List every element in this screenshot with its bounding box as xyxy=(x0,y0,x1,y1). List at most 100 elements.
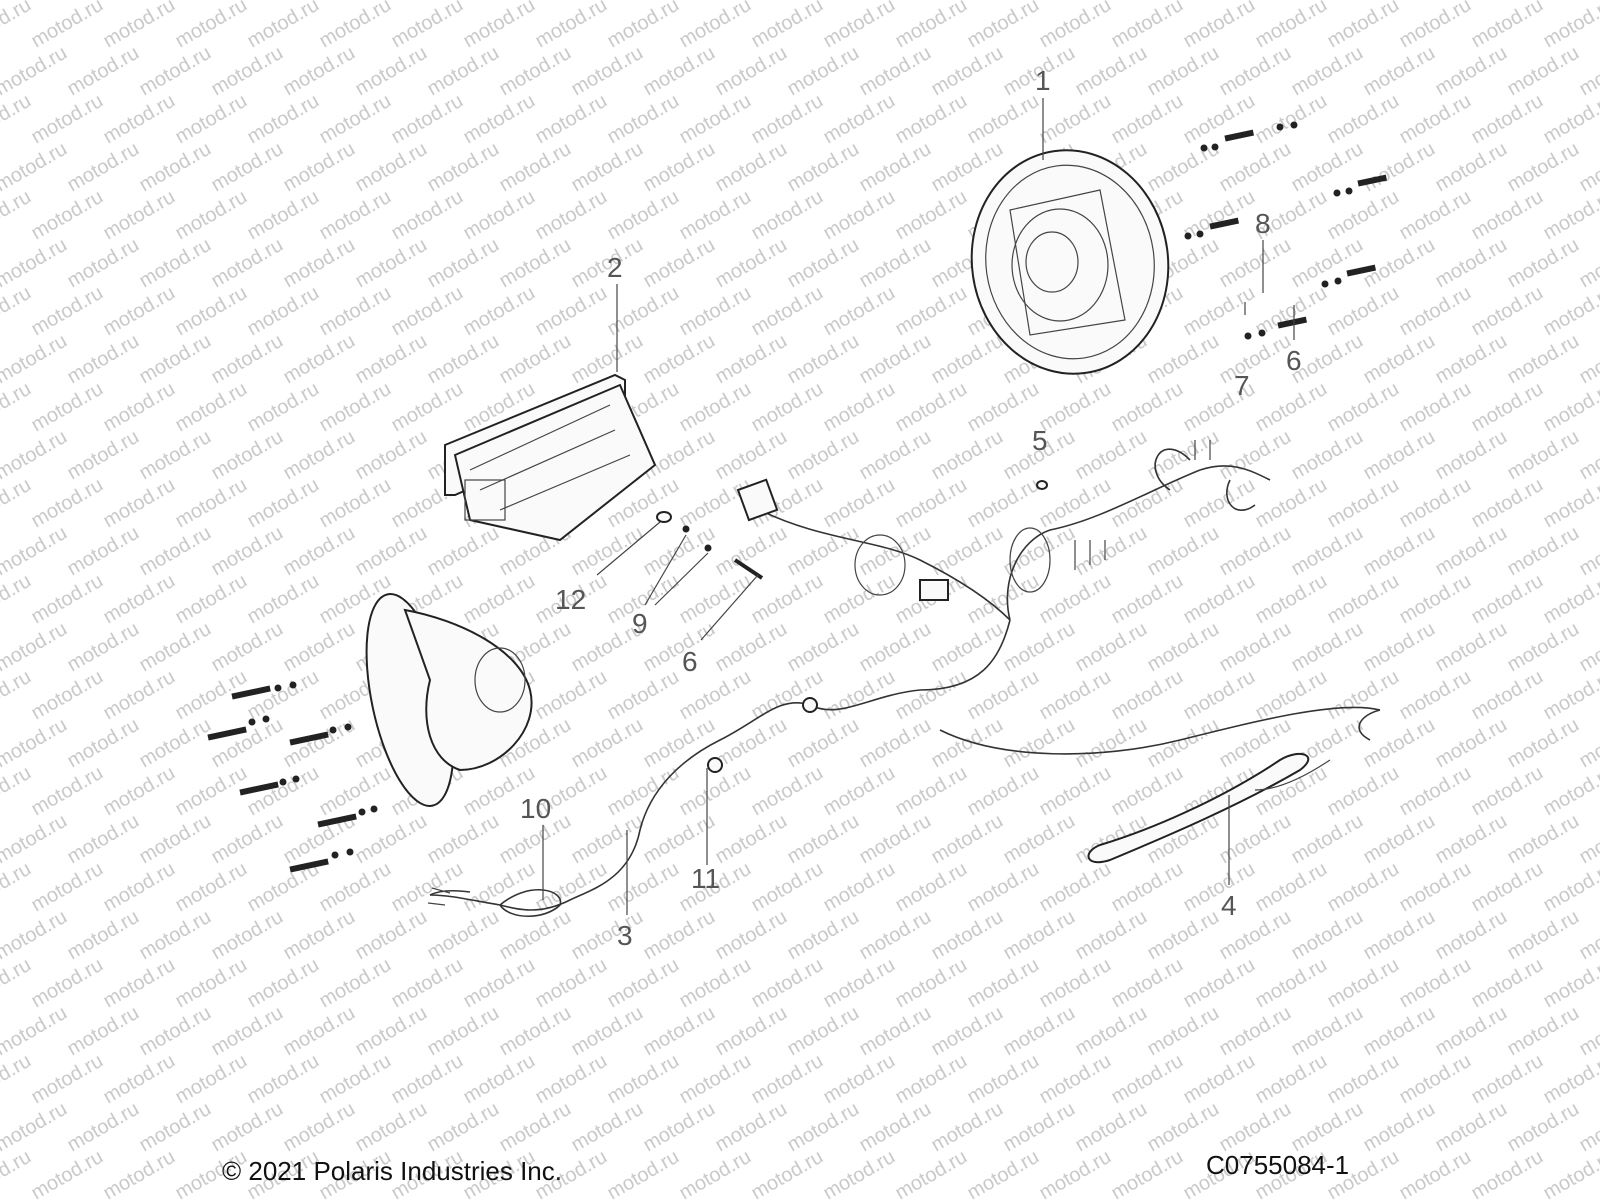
watermark-text: motod.ru xyxy=(712,0,791,4)
watermark-text: motod.ru xyxy=(1288,1098,1367,1157)
watermark-text: motod.ru xyxy=(1072,426,1151,485)
watermark-text: motod.ru xyxy=(1072,906,1151,965)
watermark-text: motod.ru xyxy=(1576,42,1600,101)
watermark-text: motod.ru xyxy=(100,762,179,821)
watermark-text: motod.ru xyxy=(1396,1050,1475,1109)
watermark-text: motod.ru xyxy=(100,954,179,1013)
watermark-text: motod.ru xyxy=(892,1050,971,1109)
watermark-text: motod.ru xyxy=(1576,234,1600,293)
watermark-text: motod.ru xyxy=(568,714,647,773)
watermark-text: motod.ru xyxy=(64,1002,143,1061)
watermark-text: motod.ru xyxy=(1072,1002,1151,1061)
watermark-text: motod.ru xyxy=(856,810,935,869)
watermark-text: motod.ru xyxy=(316,186,395,245)
watermark-text: motod.ru xyxy=(1468,186,1547,245)
watermark-text: motod.ru xyxy=(1144,618,1223,677)
watermark-text: motod.ru xyxy=(208,906,287,965)
speaker-upper-fasteners xyxy=(1184,121,1388,340)
watermark-text: motod.ru xyxy=(1468,666,1547,725)
watermark-text: motod.ru xyxy=(1432,0,1511,4)
watermark-text: motod.ru xyxy=(208,1002,287,1061)
watermark-text: motod.ru xyxy=(1468,570,1547,629)
watermark-text: motod.ru xyxy=(280,234,359,293)
watermark-text: motod.ru xyxy=(1396,0,1475,52)
watermark-text: motod.ru xyxy=(1108,570,1187,629)
watermark-text: motod.ru xyxy=(784,810,863,869)
watermark-text: motod.ru xyxy=(1576,906,1600,965)
watermark-text: motod.ru xyxy=(1396,858,1475,917)
watermark-text: motod.ru xyxy=(964,1146,1043,1200)
watermark-text: motod.ru xyxy=(640,42,719,101)
watermark-text: motod.ru xyxy=(28,858,107,917)
watermark-text: motod.ru xyxy=(604,0,683,52)
watermark-text: motod.ru xyxy=(712,1098,791,1157)
watermark-text: motod.ru xyxy=(1576,426,1600,485)
watermark-text: motod.ru xyxy=(136,234,215,293)
watermark-text: motod.ru xyxy=(64,234,143,293)
callout-6-upper: 6 xyxy=(1286,345,1302,376)
watermark-text: motod.ru xyxy=(748,858,827,917)
wiring-harness xyxy=(736,440,1271,691)
watermark-text: motod.ru xyxy=(0,138,71,197)
watermark-text: motod.ru xyxy=(1396,570,1475,629)
watermark-text: motod.ru xyxy=(496,1098,575,1157)
watermark-text: motod.ru xyxy=(748,954,827,1013)
watermark-text: motod.ru xyxy=(1144,330,1223,389)
watermark-text: motod.ru xyxy=(1108,858,1187,917)
watermark-text: motod.ru xyxy=(496,330,575,389)
watermark-text: motod.ru xyxy=(316,0,395,52)
watermark-text: motod.ru xyxy=(136,906,215,965)
watermark-text: motod.ru xyxy=(316,90,395,149)
watermark-text: motod.ru xyxy=(424,330,503,389)
watermark-text: motod.ru xyxy=(1288,618,1367,677)
watermark-text: motod.ru xyxy=(244,186,323,245)
watermark-text: motod.ru xyxy=(460,1050,539,1109)
watermark-text: motod.ru xyxy=(1252,0,1331,52)
watermark-text: motod.ru xyxy=(1144,906,1223,965)
watermark-text: motod.ru xyxy=(1144,714,1223,773)
watermark-text: motod.ru xyxy=(100,666,179,725)
watermark-text: motod.ru xyxy=(1360,810,1439,869)
watermark-text: motod.ru xyxy=(1468,954,1547,1013)
watermark-text: motod.ru xyxy=(208,522,287,581)
watermark-text: motod.ru xyxy=(460,0,539,52)
watermark-text: motod.ru xyxy=(424,0,503,4)
watermark-text: motod.ru xyxy=(856,330,935,389)
watermark-text: motod.ru xyxy=(1576,138,1600,197)
watermark-text: motod.ru xyxy=(640,1098,719,1157)
watermark-text: motod.ru xyxy=(352,0,431,4)
watermark-text: motod.ru xyxy=(964,0,1043,52)
watermark-text: motod.ru xyxy=(352,1002,431,1061)
watermark-text: motod.ru xyxy=(1144,1098,1223,1157)
watermark-text: motod.ru xyxy=(1468,762,1547,821)
drawing-number: C0755084-1 xyxy=(1206,1150,1350,1180)
watermark-text: motod.ru xyxy=(604,762,683,821)
watermark-text: motod.ru xyxy=(28,762,107,821)
watermark-text: motod.ru xyxy=(928,330,1007,389)
watermark-text: motod.ru xyxy=(28,570,107,629)
watermark-text: motod.ru xyxy=(1108,474,1187,533)
watermark-text: motod.ru xyxy=(712,426,791,485)
callout-11: 11 xyxy=(691,863,720,894)
watermark-text: motod.ru xyxy=(640,138,719,197)
watermark-text: motod.ru xyxy=(676,186,755,245)
watermark-text: motod.ru xyxy=(28,666,107,725)
watermark-text: motod.ru xyxy=(424,906,503,965)
watermark-text: motod.ru xyxy=(604,1050,683,1109)
watermark-text: motod.ru xyxy=(244,282,323,341)
watermark-text: motod.ru xyxy=(892,282,971,341)
watermark-text: motod.ru xyxy=(496,0,575,4)
watermark-text: motod.ru xyxy=(892,90,971,149)
watermark-text: motod.ru xyxy=(928,0,1007,4)
callout-10: 10 xyxy=(520,793,551,824)
speaker-upper xyxy=(970,149,1170,375)
watermark-text: motod.ru xyxy=(532,1050,611,1109)
watermark-text: motod.ru xyxy=(64,906,143,965)
watermark-text: motod.ru xyxy=(1396,666,1475,725)
watermark-text: motod.ru xyxy=(1468,378,1547,437)
watermark-text: motod.ru xyxy=(136,714,215,773)
watermark-text: motod.ru xyxy=(1432,330,1511,389)
watermark-text: motod.ru xyxy=(1360,714,1439,773)
watermark-text: motod.ru xyxy=(460,954,539,1013)
